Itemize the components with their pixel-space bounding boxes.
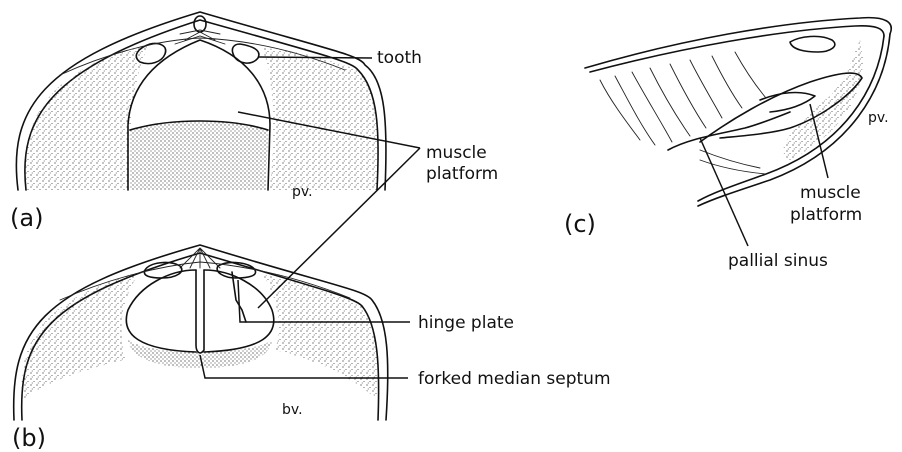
label-pv-c: pv.	[868, 110, 889, 126]
label-hinge-plate: hinge plate	[418, 313, 514, 333]
platform-ridge-c	[760, 93, 815, 112]
label-muscle-platform-c-line1: muscle	[800, 183, 861, 203]
stipple-right-a	[262, 48, 378, 190]
platform-lobe-left-b	[126, 270, 196, 352]
sinus-lines-c	[600, 52, 766, 174]
label-muscle-platform-line1: muscle	[426, 143, 487, 163]
shell-upper-c	[585, 18, 891, 68]
label-forked-median-septum: forked median septum	[418, 369, 611, 389]
panel-a-pedicle-valve	[16, 12, 386, 190]
label-muscle-platform-line2: platform	[426, 164, 498, 184]
leader-pallial-sinus	[700, 138, 748, 246]
platform-stipple-a	[130, 121, 268, 190]
label-pallial-sinus: pallial sinus	[728, 251, 828, 271]
panel-label-c: (c)	[564, 210, 596, 238]
panel-b-brachial-valve	[14, 245, 388, 420]
platform-under-stipple-b	[128, 340, 272, 368]
hinge-teeth-c	[790, 36, 835, 52]
label-pv-a: pv.	[292, 184, 313, 200]
panel-c-lateral-view	[585, 18, 891, 206]
labels: tooth muscle platform hinge plate forked…	[10, 48, 889, 452]
label-tooth: tooth	[377, 48, 422, 68]
panel-label-b: (b)	[12, 424, 46, 452]
leader-tooth	[258, 57, 372, 58]
tooth-right-a	[232, 44, 259, 63]
panel-label-a: (a)	[10, 204, 43, 232]
median-septum-b	[196, 270, 204, 353]
label-bv-b: bv.	[282, 402, 303, 418]
label-muscle-platform-c-line2: platform	[790, 205, 862, 225]
delthyrium-lines-a	[175, 30, 225, 44]
